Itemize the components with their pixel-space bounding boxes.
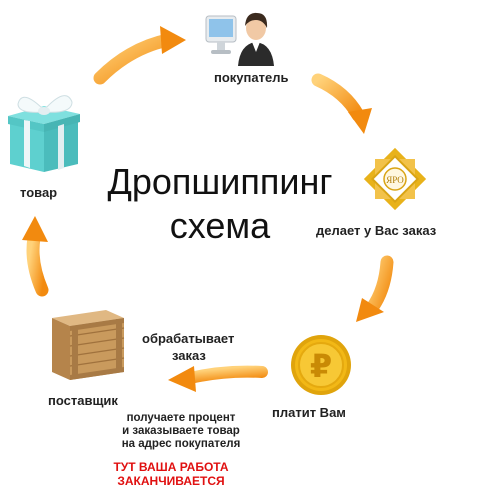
- arrow-supplier-to-goods: [22, 216, 49, 297]
- processes-label-line1: обрабатывает: [142, 331, 235, 346]
- work-ends-warning: ТУТ ВАША РАБОТА ЗАКАНЧИВАЕТСЯ: [96, 460, 246, 488]
- wooden-crate-icon: [52, 310, 125, 380]
- arrow-order-to-pays: [356, 255, 394, 322]
- coin-symbol: ₽: [310, 347, 332, 385]
- badge-icon: ЯРО: [363, 147, 427, 211]
- buyer-icon: [205, 12, 274, 66]
- goods-node: [4, 86, 82, 176]
- order-label: делает у Вас заказ: [316, 223, 437, 238]
- order-node: ЯРО: [362, 146, 428, 212]
- badge-text: ЯРО: [386, 175, 404, 185]
- diagram-title-line2: схема: [169, 205, 271, 246]
- note-line-2: и заказываете товар: [122, 425, 240, 437]
- arrow-buyer-to-order: [311, 73, 372, 134]
- warning-line-2: ЗАКАНЧИВАЕТСЯ: [117, 474, 225, 488]
- warning-line-1: ТУТ ВАША РАБОТА: [113, 460, 229, 474]
- commission-note: получаете процент и заказываете товар на…: [96, 412, 266, 451]
- buyer-label: покупатель: [214, 70, 289, 85]
- arrow-pays-to-supplier: [168, 365, 268, 392]
- pays-node: ₽: [288, 332, 354, 398]
- diagram-title-line1: Дропшиппинг: [107, 161, 333, 202]
- ruble-coin-icon: ₽: [291, 335, 351, 395]
- processes-label-line2: заказ: [172, 348, 206, 363]
- supplier-node: [46, 300, 130, 384]
- goods-label: товар: [20, 185, 58, 200]
- arrow-goods-to-buyer: [93, 26, 186, 85]
- supplier-label: поставщик: [48, 393, 118, 408]
- note-line-1: получаете процент: [126, 412, 236, 424]
- buyer-node: [200, 8, 290, 68]
- pays-label: платит Вам: [272, 405, 346, 420]
- gift-box-icon: [8, 95, 80, 172]
- note-line-3: на адрес покупателя: [121, 438, 241, 450]
